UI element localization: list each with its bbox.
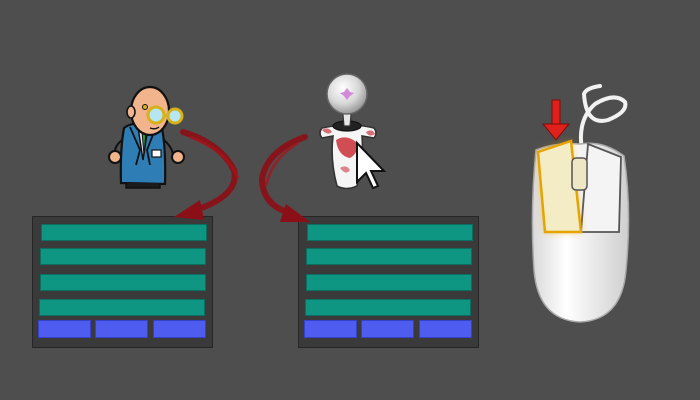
- panel-row: [306, 248, 472, 265]
- arrow-robot-to-panel: [258, 134, 310, 222]
- arrow-down-icon: [541, 99, 571, 141]
- arrow-scientist-to-panel: [174, 129, 240, 220]
- panel-button: [304, 320, 357, 338]
- panel-row: [307, 224, 473, 241]
- panel-row: [39, 299, 205, 316]
- panel-row: [306, 274, 472, 291]
- scientist-icon: [108, 85, 185, 189]
- panel-row: [40, 248, 206, 265]
- panel-row: [305, 299, 471, 316]
- panel-button: [419, 320, 472, 338]
- ui-panel-left: [32, 216, 213, 348]
- panel-button: [38, 320, 91, 338]
- panel-row: [41, 224, 207, 241]
- ui-panel-right: [298, 216, 479, 348]
- cursor-icon: [356, 140, 387, 190]
- panel-button: [95, 320, 148, 338]
- joystick-robot-icon: [319, 73, 377, 190]
- mouse-icon: [531, 84, 630, 323]
- panel-row: [40, 274, 206, 291]
- panel-button: [361, 320, 414, 338]
- panel-button: [153, 320, 206, 338]
